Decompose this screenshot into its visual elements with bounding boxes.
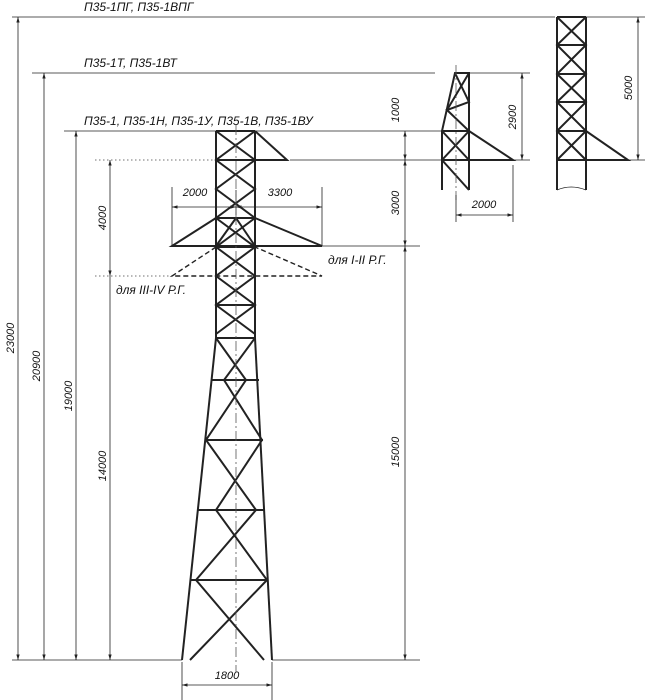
note-12-label: для I-II Р.Г. bbox=[328, 253, 387, 267]
base-dimension bbox=[181, 662, 273, 700]
vertical-dimensions bbox=[16, 17, 407, 660]
dim-2000: 2000 bbox=[182, 187, 208, 199]
dim-4000: 4000 bbox=[97, 205, 109, 230]
side-head-t bbox=[440, 65, 530, 222]
main-tower bbox=[168, 125, 323, 672]
dim-2900: 2900 bbox=[507, 104, 519, 130]
dotted-guides bbox=[95, 159, 218, 277]
reference-lines bbox=[12, 16, 555, 661]
dim-15000: 15000 bbox=[390, 436, 402, 467]
dim-2000-side: 2000 bbox=[471, 199, 497, 211]
variant-top-label: П35-1ПГ, П35-1ВПГ bbox=[84, 0, 195, 14]
dim-19000: 19000 bbox=[63, 380, 75, 411]
dim-20900: 20900 bbox=[31, 350, 43, 382]
variant-mid-label: П35-1Т, П35-1ВТ bbox=[84, 56, 179, 70]
dim-3000: 3000 bbox=[390, 190, 402, 215]
dim-1800: 1800 bbox=[215, 670, 240, 682]
dim-14000: 14000 bbox=[97, 450, 109, 481]
dim-5000: 5000 bbox=[623, 75, 635, 100]
dim-1000: 1000 bbox=[390, 97, 402, 122]
variant-low-label: П35-1, П35-1Н, П35-1У, П35-1В, П35-1ВУ bbox=[84, 114, 314, 128]
note-34-label: для III-IV Р.Г. bbox=[116, 283, 186, 297]
dim-23000: 23000 bbox=[5, 322, 17, 354]
dim-3300: 3300 bbox=[268, 187, 293, 199]
side-head-pg bbox=[555, 16, 645, 191]
